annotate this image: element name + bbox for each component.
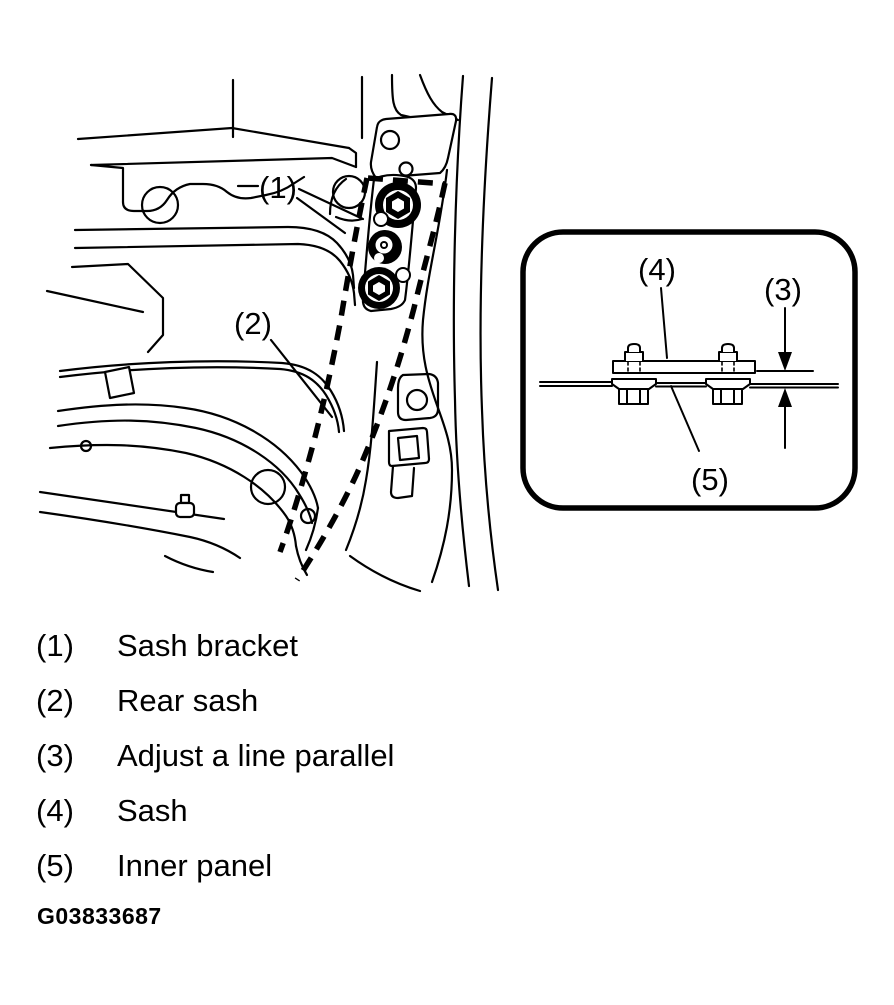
callout5-leader xyxy=(670,385,700,452)
left-slant-line xyxy=(70,262,165,354)
callout-leaders xyxy=(236,184,365,419)
legend-label: Rear sash xyxy=(117,683,259,718)
legend-number: (3) xyxy=(36,738,74,773)
bolt xyxy=(358,267,400,309)
legend-label: Inner panel xyxy=(117,848,273,883)
bolt-hole xyxy=(395,267,411,283)
panel-hole xyxy=(140,185,180,225)
rear-sash-dashed-top xyxy=(367,175,446,187)
small-hole xyxy=(299,507,317,525)
pillar-curve xyxy=(452,74,471,588)
panel-hole-arc xyxy=(328,177,348,216)
large-hole xyxy=(249,468,287,506)
beltline-curve xyxy=(58,360,346,433)
legend-item: (5) Inner panel xyxy=(36,848,394,903)
callout-1: (1) xyxy=(259,170,297,205)
callout1-leader xyxy=(295,196,347,235)
sash-bracket-plate xyxy=(369,112,458,180)
pillar-mid-line xyxy=(344,360,379,552)
left-slant-line xyxy=(45,289,145,314)
bottom-arc xyxy=(294,544,309,577)
bolt-hole xyxy=(373,211,389,227)
bracket-bolts xyxy=(358,182,421,309)
callout-5: (5) xyxy=(691,462,729,497)
bolt-assembly xyxy=(705,343,751,405)
bottom-line xyxy=(38,510,242,560)
hinge-block xyxy=(396,372,440,422)
legend-label: Sash xyxy=(117,793,188,828)
bottom-arc xyxy=(304,506,320,552)
bottom-arc xyxy=(163,554,215,574)
legend-number: (5) xyxy=(36,848,74,883)
small-hole xyxy=(79,439,93,453)
legend-label: Adjust a line parallel xyxy=(117,738,395,773)
inner-panel-line xyxy=(539,381,839,389)
bottom-line xyxy=(38,490,226,521)
callout-2: (2) xyxy=(234,306,272,341)
opening-curve xyxy=(56,403,320,510)
door-top-line xyxy=(73,225,356,290)
bolt-assembly xyxy=(611,343,657,405)
sill-shelf xyxy=(76,126,358,204)
legend-number: (4) xyxy=(36,793,74,828)
legend-number: (1) xyxy=(36,628,74,663)
callout-3: (3) xyxy=(764,272,802,307)
legend-item: (2) Rear sash xyxy=(36,683,394,738)
panel-hole-arc xyxy=(334,215,364,222)
legend-label: Sash bracket xyxy=(117,628,298,663)
callout2-leader xyxy=(269,338,334,419)
legend-number: (2) xyxy=(36,683,74,718)
beltline-curve xyxy=(58,366,341,434)
opening-curve xyxy=(56,419,314,525)
pillar-curve xyxy=(479,76,500,592)
latch-striker xyxy=(387,426,431,500)
dimension-arrows xyxy=(756,307,814,449)
beltline-clip xyxy=(103,365,136,400)
frame-top-right xyxy=(360,73,460,140)
rear-sash-dashed-left xyxy=(277,177,370,553)
detail-inset: (4) (3) (5) xyxy=(520,229,858,511)
legend: (1) Sash bracket (2) Rear sash (3) Adjus… xyxy=(36,628,394,903)
pillar-inner-edge xyxy=(421,168,454,584)
legend-item: (1) Sash bracket xyxy=(36,628,394,683)
callout-4: (4) xyxy=(638,252,676,287)
callout4-leader xyxy=(660,287,668,359)
opening-curve xyxy=(48,443,298,548)
callout1-leader xyxy=(297,187,365,221)
door-top-line xyxy=(73,242,357,307)
rear-sash-dashed-right xyxy=(294,182,448,582)
pillar-bottom-curve xyxy=(348,554,422,593)
legend-item: (4) Sash xyxy=(36,793,394,848)
panel-clip-bolt xyxy=(174,493,196,519)
bolt xyxy=(368,230,402,264)
figure-id: G03833687 xyxy=(37,903,162,929)
dashed-rear-sash xyxy=(277,175,448,582)
legend-item: (3) Adjust a line parallel xyxy=(36,738,394,793)
sash-bar xyxy=(612,360,756,374)
